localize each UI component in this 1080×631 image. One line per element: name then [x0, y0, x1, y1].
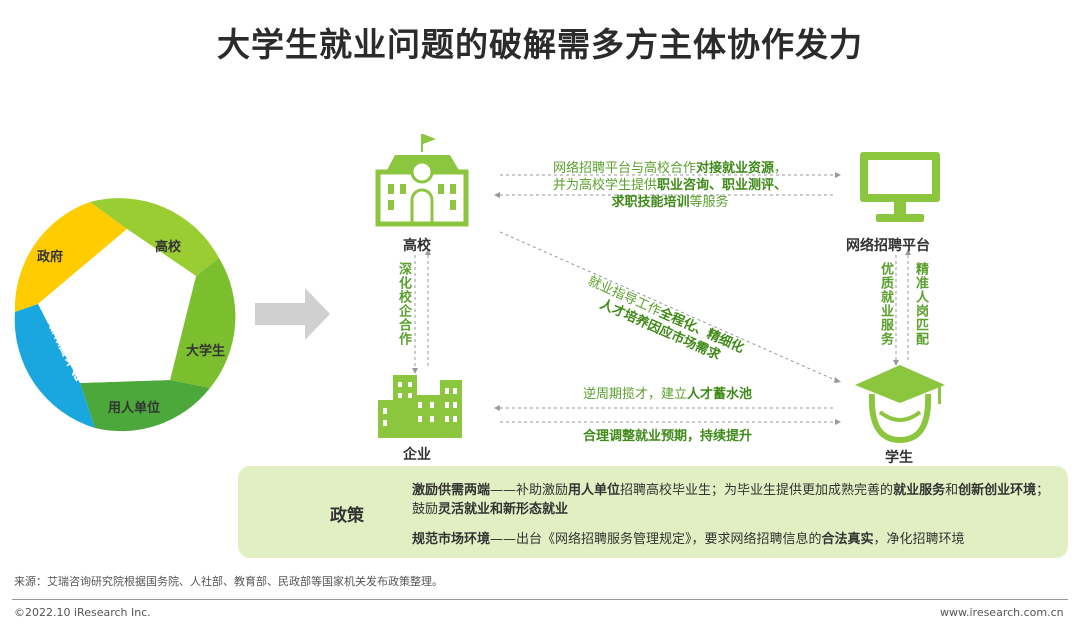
graduate-icon [855, 365, 945, 444]
policy-text: 和 [945, 483, 959, 498]
policy-item-1: 激励供需两端——补助激励用人单位招聘高校毕业生；为毕业生提供更加成熟完善的就业服… [412, 481, 1052, 519]
ring-segment-gov-fill [14, 202, 127, 312]
connection-enterprise-student-2: 合理调整就业预期，持续提升 [582, 429, 752, 444]
connection-text: 逆周期揽才，建立 [582, 387, 687, 402]
university-icon [375, 134, 469, 227]
ring-segment-university [90, 198, 219, 276]
policy-item-heading: 激励供需两端 [412, 483, 491, 498]
ring-label-gov: 政府 [37, 250, 64, 265]
ring-center-pentagon [38, 229, 196, 383]
enterprise-icon [378, 375, 462, 438]
ring-label-employer: 用人单位 [108, 401, 161, 416]
footer-divider [12, 599, 1068, 600]
connection-university-enterprise: 深化校企合作 [396, 262, 411, 346]
website-link[interactable]: www.iresearch.com.cn [940, 606, 1064, 619]
policy-text: ——出台《网络招聘服务管理规定》，要求网络招聘信息的 [490, 532, 822, 547]
policy-text: 招聘高校毕业生；为毕业生提供更加成熟完善的 [620, 483, 894, 498]
policy-highlight: 创新 [958, 483, 985, 498]
policy-highlight: 灵活就业和新形态就业 [438, 502, 569, 517]
policy-panel [238, 466, 1068, 558]
connection-text: 并为高校学生提供 [552, 178, 657, 193]
policy-highlight: 用人单位 [568, 483, 621, 498]
connection-highlight: 职业咨询、职业测评、 [657, 178, 788, 193]
page-title: 大学生就业问题的破解需多方主体协作发力 [217, 25, 863, 64]
ring-segment-employer [80, 380, 210, 432]
connection-platform-university: 网络招聘平台与高校合作对接就业资源， 并为高校学生提供职业咨询、职业测评、 求职… [530, 160, 810, 211]
node-label-university: 高校 [403, 238, 431, 254]
ring-label-university: 高校 [155, 240, 182, 255]
connector-lines [414, 174, 909, 423]
policy-label: 政策 [330, 506, 364, 526]
policy-highlight: 合法真实 [821, 532, 874, 547]
connection-highlight: 人才蓄水池 [687, 387, 753, 402]
connection-platform-student-2: 精准人岗匹配 [913, 262, 928, 346]
node-label-enterprise: 企业 [403, 447, 431, 463]
policy-highlight: 创业环境 [984, 483, 1037, 498]
connection-platform-student-1: 优质就业服务 [878, 262, 893, 346]
policy-text: ；鼓励 [412, 483, 1050, 517]
connector-arrowheads [412, 172, 911, 425]
flow-arrow [255, 288, 330, 340]
policy-item-2: 规范市场环境——出台《网络招聘服务管理规定》，要求网络招聘信息的合法真实，净化招… [412, 530, 1052, 549]
copyright: ©2022.10 iResearch Inc. [14, 606, 151, 619]
source-note: 来源：艾瑞咨询研究院根据国务院、人社部、教育部、民政部等国家机关发布政策整理。 [14, 575, 443, 588]
connection-enterprise-student-1: 逆周期揽才，建立人才蓄水池 [500, 386, 835, 403]
connection-text: ， [774, 161, 788, 176]
node-label-platform: 网络招聘平台 [846, 238, 930, 254]
ring-segment-platform [14, 304, 96, 428]
policy-item-heading: 规范市场环境 [412, 532, 491, 547]
ring-label-student: 大学生 [186, 344, 226, 359]
monitor-icon [860, 152, 940, 222]
connection-highlight: 对接就业资源 [695, 161, 774, 176]
connection-text: 等服务 [689, 195, 729, 210]
policy-text: ，净化招聘环境 [873, 532, 965, 547]
policy-highlight: 就业服务 [893, 483, 946, 498]
ring-segment-student [170, 258, 236, 388]
node-label-student: 学生 [885, 450, 913, 466]
connection-highlight: 求职技能培训 [611, 195, 690, 210]
connection-text: 网络招聘平台与高校合作 [552, 161, 696, 176]
policy-text: ——补助激励 [490, 483, 569, 498]
stakeholder-ring [14, 198, 236, 432]
